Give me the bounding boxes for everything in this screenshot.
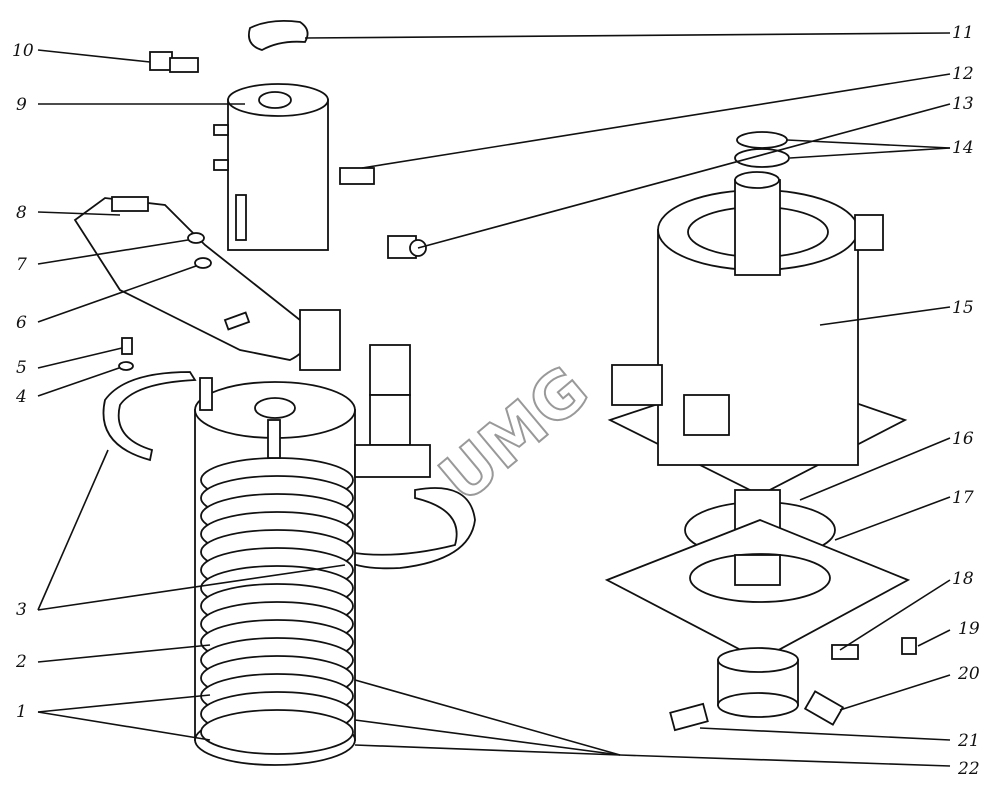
lever-slot bbox=[111, 196, 149, 212]
part-3-gasket bbox=[102, 371, 197, 462]
part-10-fitting bbox=[149, 51, 199, 73]
left-stack-assembly bbox=[194, 309, 431, 766]
callout-19: 19 bbox=[958, 619, 980, 639]
part-7-nut bbox=[187, 232, 205, 244]
callout-4: 4 bbox=[15, 387, 27, 407]
callout-16: 16 bbox=[952, 429, 974, 449]
part-18-screw bbox=[831, 644, 859, 660]
callout-13: 13 bbox=[952, 94, 974, 114]
callout-labels: 1 2 3 4 5 6 7 8 9 10 11 12 13 14 15 16 1… bbox=[12, 23, 980, 779]
part-4-washer bbox=[118, 361, 134, 371]
part-15-housing bbox=[607, 171, 908, 497]
callout-10: 10 bbox=[12, 41, 34, 61]
part-11-gasket bbox=[247, 19, 309, 51]
callout-8: 8 bbox=[16, 203, 27, 223]
callout-21: 21 bbox=[957, 731, 980, 751]
callout-14: 14 bbox=[952, 138, 974, 158]
part-3-gasket-right bbox=[343, 487, 476, 570]
part-9-cylinder bbox=[213, 83, 329, 251]
part-19-screw bbox=[901, 637, 917, 655]
callout-9: 9 bbox=[16, 95, 27, 115]
callout-5: 5 bbox=[16, 358, 27, 378]
callout-2: 2 bbox=[15, 652, 27, 672]
stack-ring bbox=[200, 709, 354, 755]
callout-12: 12 bbox=[952, 64, 974, 84]
callout-3: 3 bbox=[16, 600, 27, 620]
callout-18: 18 bbox=[952, 569, 974, 589]
part-17-base-plate bbox=[604, 519, 911, 662]
part-14-rings bbox=[734, 131, 790, 168]
callout-11: 11 bbox=[952, 23, 974, 43]
part-12-fitting bbox=[339, 167, 375, 185]
part-21-fitting bbox=[669, 702, 709, 732]
part-5-screw bbox=[121, 337, 133, 355]
leader-lines bbox=[37, 32, 951, 767]
callout-1: 1 bbox=[16, 702, 27, 722]
lever-pin bbox=[223, 311, 251, 331]
part-20-plug bbox=[803, 690, 845, 726]
callout-22: 22 bbox=[957, 759, 980, 779]
callout-20: 20 bbox=[957, 664, 980, 684]
callout-17: 17 bbox=[952, 488, 974, 508]
callout-15: 15 bbox=[952, 298, 974, 318]
callout-7: 7 bbox=[16, 255, 27, 275]
callout-6: 6 bbox=[16, 313, 27, 333]
bottom-collar bbox=[717, 647, 799, 718]
part-6-washer bbox=[194, 257, 212, 269]
valve-fittings bbox=[299, 309, 431, 478]
